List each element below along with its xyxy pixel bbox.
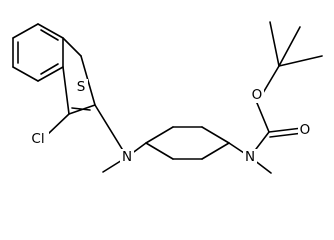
bond (62, 37, 82, 57)
double-bond-inner (40, 29, 59, 41)
double-bond (269, 132, 304, 138)
bond (12, 66, 39, 82)
carbonyl-oxygen-atom: O (298, 122, 312, 138)
amine-nitrogen-right: N (243, 149, 257, 165)
structure-drawing: S Cl N N O O (12, 21, 323, 174)
bond (278, 55, 323, 67)
bond (201, 142, 230, 160)
bond (269, 21, 280, 67)
oxygen-label: O (300, 122, 311, 138)
bond (12, 23, 39, 39)
chlorine-atom: Cl (27, 131, 49, 147)
bond-lines (12, 21, 323, 174)
amine-nitrogen-left: N (120, 149, 134, 165)
bond (256, 102, 270, 133)
bond (145, 142, 174, 160)
nitrogen-label: N (122, 149, 132, 165)
nitrogen-label: N (245, 149, 255, 165)
sulfur-label: S (77, 79, 86, 95)
double-bond (268, 127, 303, 133)
bond (37, 23, 64, 39)
bond (201, 126, 230, 144)
bond (145, 126, 174, 144)
ester-oxygen-atom: O (250, 87, 264, 103)
oxygen-label: O (252, 87, 263, 103)
chlorine-label: Cl (31, 131, 44, 147)
bond (278, 26, 301, 67)
bond (37, 66, 64, 82)
double-bond-inner (71, 107, 91, 111)
sulfur-atom: S (74, 79, 88, 95)
bond (94, 104, 128, 158)
atom-labels: S Cl N N O O (27, 79, 312, 165)
bond (62, 66, 70, 115)
double-bond-inner (40, 63, 59, 75)
bond (47, 113, 70, 135)
